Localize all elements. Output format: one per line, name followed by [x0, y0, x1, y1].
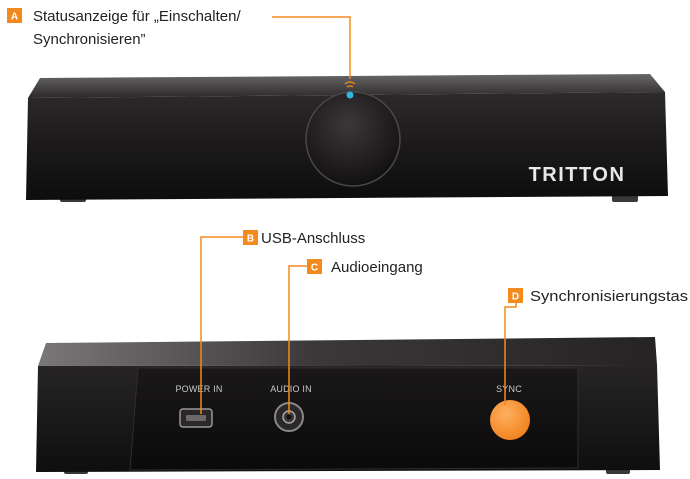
- callout-letter-a: A: [11, 12, 18, 23]
- front-top-bevel: [28, 74, 665, 98]
- callout-a: A Statusanzeige für „Einschalten/ Synchr…: [7, 8, 241, 48]
- callout-c: C Audioeingang: [307, 259, 423, 276]
- callout-letter-c: C: [311, 263, 318, 274]
- back-port-panel: [129, 367, 579, 471]
- callout-letter-b: B: [247, 234, 254, 245]
- status-led: [346, 91, 354, 99]
- callout-letter-d: D: [512, 292, 519, 303]
- wireless-icon: [344, 81, 356, 88]
- front-device: TRITTON: [26, 74, 668, 202]
- brand-logo: TRITTON: [529, 164, 626, 186]
- front-knob: [305, 91, 401, 187]
- callout-text-d: Synchronisierungstas: [530, 288, 688, 305]
- callout-badge-c: [307, 259, 322, 274]
- callout-text-a-line2: Synchronisieren”: [33, 31, 146, 48]
- callout-b: B USB-Anschluss: [243, 230, 365, 247]
- leader-a: [272, 16, 351, 79]
- callout-text-a-line1: Statusanzeige für „Einschalten/: [33, 8, 241, 25]
- callout-badge-a: [7, 8, 22, 23]
- leader-b: [200, 236, 243, 414]
- port-label-audio: AUDIO IN: [270, 384, 312, 394]
- usb-port: [179, 408, 213, 428]
- sync-button: [490, 400, 530, 440]
- callout-badge-b: [243, 230, 258, 245]
- callout-d: D Synchronisierungstas: [508, 288, 688, 305]
- callout-badge-d: [508, 288, 523, 303]
- port-label-sync: SYNC: [496, 384, 522, 394]
- back-top-surface: [38, 337, 657, 366]
- callout-text-c: Audioeingang: [331, 259, 423, 276]
- port-label-power: POWER IN: [175, 384, 222, 394]
- back-device: POWER IN AUDIO IN SYNC: [36, 337, 660, 474]
- callout-text-b: USB-Anschluss: [261, 230, 365, 247]
- leader-c: [288, 265, 307, 414]
